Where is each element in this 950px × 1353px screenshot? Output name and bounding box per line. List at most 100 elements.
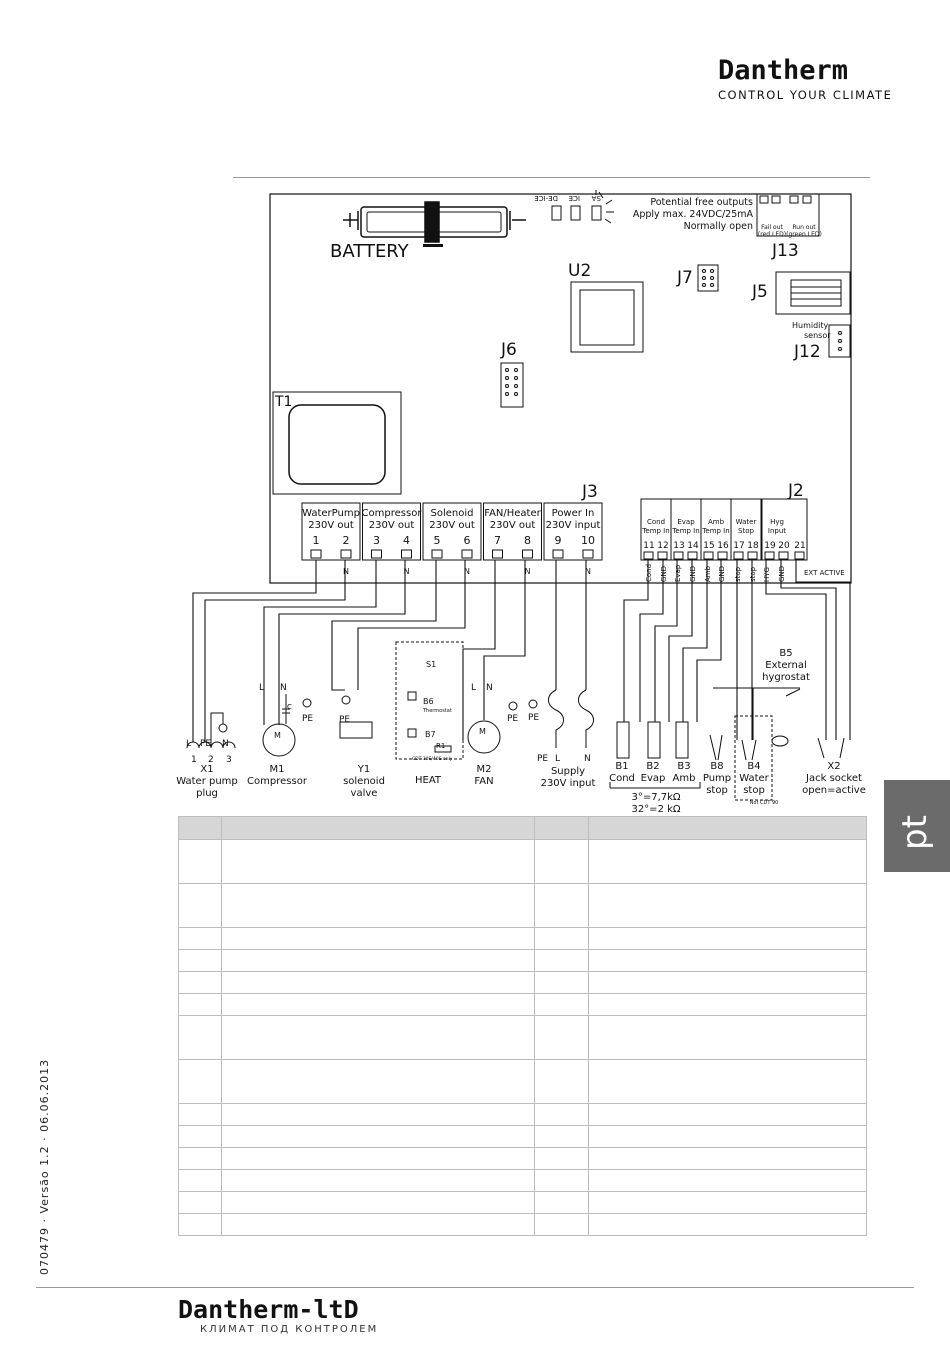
j2-block-sub: Temp In xyxy=(641,527,669,535)
m1-l: L xyxy=(259,683,264,693)
b3-caption: B3 xyxy=(677,761,691,772)
y1-caption: valve xyxy=(350,788,378,799)
x1-pin-1: 1 xyxy=(191,755,197,765)
y1-pe: PE xyxy=(339,715,350,725)
led-deice: DE-ICE xyxy=(534,194,558,202)
cdt-note: CDT 30S/40S only xyxy=(412,756,453,762)
language-tab[interactable]: pt xyxy=(884,780,950,872)
j3-terminal-num: 1 xyxy=(313,534,320,547)
m2-l: L xyxy=(471,683,476,693)
j2-block-sub: Input xyxy=(768,527,786,535)
footer-tagline: КЛИМАТ ПОД КОНТРОЛЕМ xyxy=(200,1324,379,1335)
j5-connector xyxy=(775,271,851,315)
heat-caption: HEAT xyxy=(414,775,442,786)
y1-caption: solenoid xyxy=(343,776,385,787)
language-code: pt xyxy=(895,815,935,850)
j12-connector xyxy=(828,324,851,358)
j3-terminal xyxy=(552,549,564,559)
humidity-2: sensor xyxy=(804,331,831,340)
battery xyxy=(343,201,526,247)
j2-block-label: Cond xyxy=(647,518,665,526)
j2-terminal-num: 19 xyxy=(764,541,776,551)
j3-block-label: Solenoid xyxy=(431,508,474,519)
j3-terminal xyxy=(431,549,443,559)
b2-caption: Evap xyxy=(640,773,666,784)
pfo-line1: Potential free outputs xyxy=(650,197,753,208)
j3-block-label: FAN/Heater xyxy=(484,508,541,519)
j2-wire-label: Evap xyxy=(674,564,682,582)
j2-wire-label: Cond xyxy=(645,564,653,582)
table-header xyxy=(178,816,867,840)
j2-wire-label: GND xyxy=(778,566,786,582)
j2-terminal xyxy=(657,551,668,560)
r1-label: R1 xyxy=(436,742,445,750)
table-row xyxy=(178,883,867,928)
footer-rule xyxy=(36,1287,914,1288)
m2-n: N xyxy=(486,683,493,693)
m2-caption: FAN xyxy=(474,776,494,787)
j3-block xyxy=(543,502,603,561)
pfo-line3: Normally open xyxy=(684,221,753,232)
supply-caption: Supply xyxy=(550,766,586,777)
m2-m: M xyxy=(479,727,486,736)
j2-wire-label: stop xyxy=(749,566,757,582)
j2-terminal-num: 20 xyxy=(778,541,790,551)
n-label: N xyxy=(464,567,470,576)
j3-block xyxy=(483,502,542,561)
j3-block xyxy=(301,502,361,561)
j3-terminal xyxy=(492,549,503,559)
j3-block-voltage: 230V input xyxy=(546,520,601,531)
table-row xyxy=(178,1169,867,1192)
j3-terminal-num: 8 xyxy=(524,534,531,547)
n-label: N xyxy=(404,567,410,576)
table-row xyxy=(178,971,867,994)
m2-pe: PE xyxy=(507,714,518,724)
j2-wire-label: GND xyxy=(660,566,668,582)
j3-terminal-num: 7 xyxy=(494,534,501,547)
header-rule xyxy=(233,177,870,178)
m1-m: M xyxy=(274,731,281,740)
j2-terminal xyxy=(794,551,805,560)
m1-pe: PE xyxy=(302,714,313,724)
b1-caption: B1 xyxy=(615,761,629,772)
j2-terminal xyxy=(747,551,758,560)
j3-block-label: Compressor xyxy=(362,508,423,519)
j2-terminal xyxy=(733,551,744,560)
table-row xyxy=(178,949,867,972)
j2-terminal xyxy=(764,551,775,560)
j5-label: J5 xyxy=(751,282,768,302)
j7-connector xyxy=(697,264,719,292)
m2-fan-motor xyxy=(467,699,538,754)
j2-terminal-num: 18 xyxy=(747,541,759,551)
j2-wire-label: Amb xyxy=(704,565,712,582)
table-row xyxy=(178,993,867,1016)
m1-caption: Compressor xyxy=(247,776,307,787)
terminal-table xyxy=(178,816,867,1236)
b8-caption: Pump xyxy=(702,773,732,784)
j2-terminal-num: 17 xyxy=(733,541,744,551)
document-info: 070479 · Versão 1.2 · 06.06.2013 xyxy=(38,1058,51,1275)
x1-caption: X1 xyxy=(200,764,214,775)
supply-coils xyxy=(548,689,594,748)
n-label: N xyxy=(585,567,591,576)
j3-terminal xyxy=(340,549,352,559)
b4-caption: Water xyxy=(739,773,769,784)
j2-terminal xyxy=(778,551,789,560)
j3-terminal-num: 9 xyxy=(555,534,562,547)
b8-caption: B8 xyxy=(710,761,724,772)
x1-pin-l: L xyxy=(186,739,191,749)
x2-caption: open=active xyxy=(802,785,866,796)
b4-caption: B4 xyxy=(747,761,761,772)
battery-label: BATTERY xyxy=(330,241,410,262)
supply-pe-top: PE xyxy=(528,713,539,723)
x2-caption: X2 xyxy=(827,761,841,772)
x1-plug xyxy=(186,712,236,749)
b5-caption: B5 xyxy=(779,648,793,659)
table-row xyxy=(178,1059,867,1104)
wires xyxy=(192,560,851,742)
b6-sub: Thermostat xyxy=(422,708,452,714)
j3-block-label: WaterPump xyxy=(302,508,360,519)
